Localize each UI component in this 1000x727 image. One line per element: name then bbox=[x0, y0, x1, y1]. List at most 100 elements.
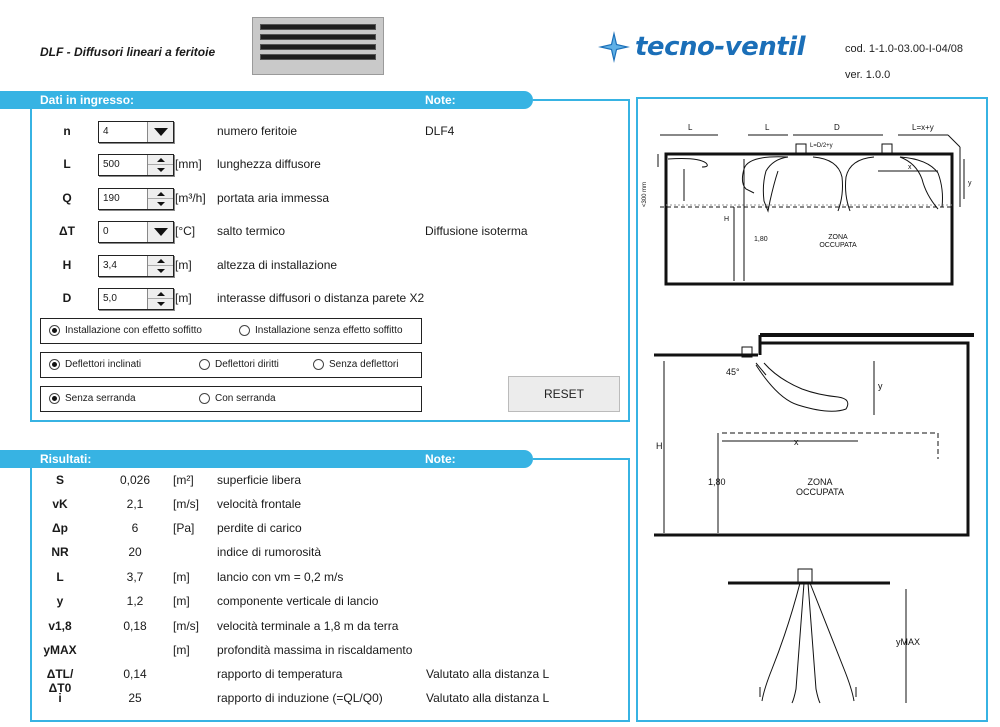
radio-selected-icon[interactable] bbox=[49, 359, 60, 370]
result-unit: [m] bbox=[173, 643, 190, 657]
spinner-icon[interactable] bbox=[147, 289, 173, 309]
input-value: 4 bbox=[103, 126, 109, 137]
spin-down-icon[interactable] bbox=[148, 165, 173, 175]
input-field-1[interactable]: 500 bbox=[98, 154, 174, 176]
input-desc-0: numero feritoie bbox=[217, 124, 298, 138]
input-field-5[interactable]: 5,0 bbox=[98, 288, 174, 310]
radio-selected-icon[interactable] bbox=[49, 325, 60, 336]
results-notes-label: Note: bbox=[425, 452, 456, 466]
spin-down-icon[interactable] bbox=[148, 299, 173, 309]
input-field-3[interactable]: 0 bbox=[98, 221, 174, 243]
option-inclined-deflectors[interactable]: Deflettori inclinati bbox=[49, 359, 141, 370]
input-value: 500 bbox=[103, 159, 120, 170]
top-zone-line1: ZONA bbox=[828, 234, 848, 241]
input-field-0[interactable]: 4 bbox=[98, 121, 174, 143]
input-field-4[interactable]: 3,4 bbox=[98, 255, 174, 277]
input-unit-4: [m] bbox=[175, 258, 192, 272]
radio-icon[interactable] bbox=[199, 393, 210, 404]
result-value: 6 bbox=[131, 521, 139, 535]
result-desc: componente verticale di lancio bbox=[217, 594, 379, 608]
result-value: 3,7 bbox=[126, 570, 144, 584]
top-dim-x: x bbox=[908, 164, 912, 171]
result-desc: perdite di carico bbox=[217, 521, 302, 535]
result-symbol: i bbox=[58, 691, 62, 705]
input-desc-5: interasse diffusori o distanza parete X2 bbox=[217, 291, 425, 305]
result-unit: [m²] bbox=[173, 473, 194, 487]
schematic-drawings: L L D L=x+y L=D/2+y <300 mm x y H 1,80 Z… bbox=[642, 123, 974, 704]
input-unit-3: [°C] bbox=[175, 224, 196, 238]
option-without-ceiling[interactable]: Installazione senza effetto soffitto bbox=[239, 325, 403, 336]
result-row: yMAX[m]profondità massima in riscaldamen… bbox=[40, 643, 620, 665]
spin-up-icon[interactable] bbox=[148, 155, 173, 165]
result-desc: lancio con vm = 0,2 m/s bbox=[217, 570, 344, 584]
result-value: 25 bbox=[128, 691, 142, 705]
mid-dim-x: x bbox=[794, 437, 799, 447]
radio-icon[interactable] bbox=[239, 325, 250, 336]
spin-up-icon[interactable] bbox=[148, 256, 173, 266]
spin-down-icon[interactable] bbox=[148, 199, 173, 209]
version-label: ver. 1.0.0 bbox=[845, 69, 891, 81]
result-symbol: vK bbox=[52, 497, 68, 511]
option-with-damper[interactable]: Con serranda bbox=[199, 393, 276, 404]
dropdown-arrow-icon[interactable] bbox=[147, 122, 173, 142]
result-value: 0,14 bbox=[123, 667, 147, 681]
spin-up-icon[interactable] bbox=[148, 189, 173, 199]
option-no-damper[interactable]: Senza serranda bbox=[49, 393, 136, 404]
option-straight-deflectors[interactable]: Deflettori diritti bbox=[199, 359, 279, 370]
spinner-icon[interactable] bbox=[147, 189, 173, 209]
result-value: 0,026 bbox=[119, 473, 151, 487]
spin-down-icon[interactable] bbox=[148, 266, 173, 276]
result-symbol: Δp bbox=[52, 521, 68, 535]
result-symbol: ΔTL/ΔT0 bbox=[46, 667, 74, 695]
input-section bbox=[30, 100, 630, 422]
input-unit-2: [m³/h] bbox=[175, 191, 206, 205]
input-unit-5: [m] bbox=[175, 291, 192, 305]
top-dim-L2: L bbox=[765, 123, 770, 132]
spinner-icon[interactable] bbox=[147, 256, 173, 276]
input-value: 190 bbox=[103, 193, 120, 204]
reset-button[interactable]: RESET bbox=[508, 376, 620, 412]
option-with-ceiling[interactable]: Installazione con effetto soffitto bbox=[49, 325, 202, 336]
input-desc-3: salto termico bbox=[217, 224, 286, 238]
result-symbol: NR bbox=[51, 545, 69, 559]
mid-dim-180: 1,80 bbox=[708, 477, 726, 487]
input-note-3: Diffusione isoterma bbox=[425, 224, 528, 238]
top-dim-300: <300 mm bbox=[642, 182, 648, 207]
spin-up-icon[interactable] bbox=[148, 289, 173, 299]
brand-logo: tecno-ventil bbox=[597, 30, 805, 64]
top-dim-y: y bbox=[968, 180, 972, 187]
mid-dim-H: H bbox=[656, 441, 663, 451]
result-value: 1,2 bbox=[126, 594, 144, 608]
bottom-drawing bbox=[728, 568, 907, 704]
radio-icon[interactable] bbox=[313, 359, 324, 370]
option-no-deflectors[interactable]: Senza deflettori bbox=[313, 359, 399, 370]
input-symbol-0: n bbox=[63, 124, 71, 138]
input-symbol-3: ΔT bbox=[59, 224, 75, 238]
top-dim-D: D bbox=[834, 123, 840, 132]
input-field-2[interactable]: 190 bbox=[98, 188, 174, 210]
radio-selected-icon[interactable] bbox=[49, 393, 60, 404]
spinner-icon[interactable] bbox=[147, 155, 173, 175]
result-desc: velocità frontale bbox=[217, 497, 302, 511]
result-symbol: L bbox=[56, 570, 64, 584]
input-desc-4: altezza di installazione bbox=[217, 258, 338, 272]
input-symbol-1: L bbox=[63, 157, 71, 171]
input-section-label: Dati in ingresso: bbox=[40, 93, 135, 107]
damper-options: Senza serranda Con serranda bbox=[40, 386, 422, 412]
result-desc: rapporto di temperatura bbox=[217, 667, 343, 681]
dropdown-arrow-icon[interactable] bbox=[147, 222, 173, 242]
deflector-options: Deflettori inclinati Deflettori diritti … bbox=[40, 352, 422, 378]
results-section-header: Risultati: Note: bbox=[0, 450, 533, 468]
radio-icon[interactable] bbox=[199, 359, 210, 370]
page-title: DLF - Diffusori lineari a feritoie bbox=[40, 45, 216, 59]
top-dim-Lxy: L=x+y bbox=[912, 123, 934, 132]
result-symbol: S bbox=[55, 473, 64, 487]
document-code: cod. 1-1.0-03.00-I-04/08 bbox=[845, 43, 964, 55]
mid-zone-line2: OCCUPATA bbox=[796, 487, 844, 497]
result-note: Valutato alla distanza L bbox=[426, 691, 550, 705]
